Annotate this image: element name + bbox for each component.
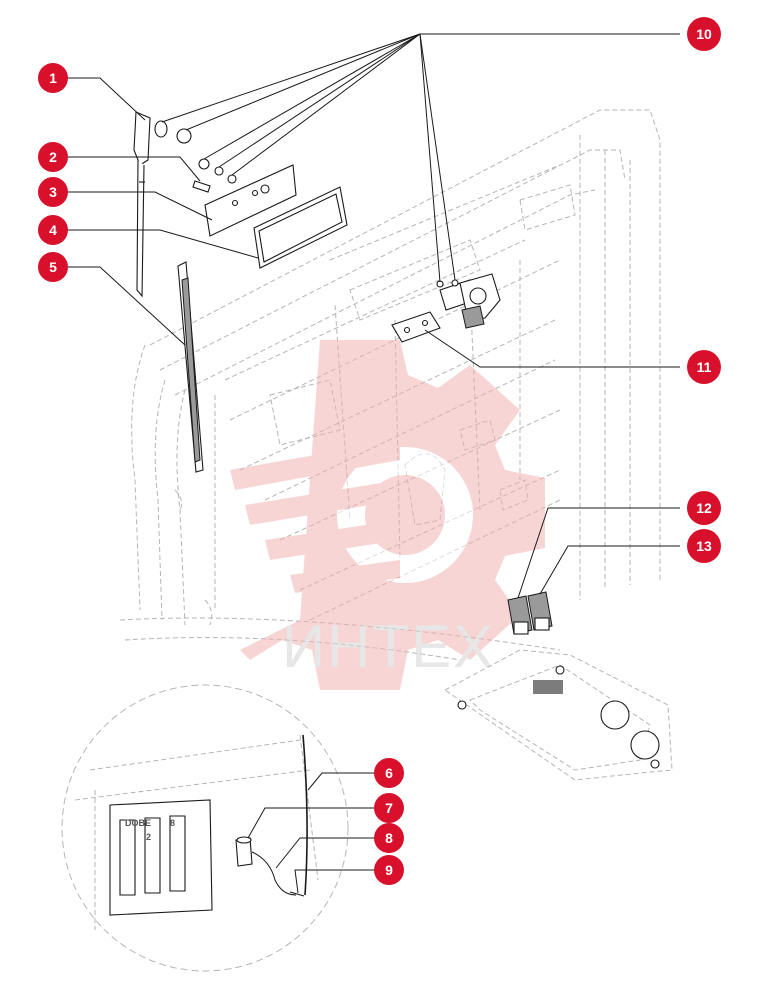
watermark: ИНТЕХ	[230, 340, 545, 690]
callout-2: 2	[38, 142, 68, 172]
callout-8: 8	[374, 823, 404, 853]
svg-text:7: 7	[385, 800, 393, 816]
watermark-text: ИНТЕХ	[282, 613, 495, 680]
callout-13: 13	[687, 529, 721, 563]
callout-4: 4	[38, 215, 68, 245]
detail-view: DOBE 8 2	[61, 684, 349, 972]
panel-number-a: 8	[170, 818, 175, 828]
svg-text:13: 13	[696, 538, 712, 554]
svg-text:2: 2	[49, 149, 57, 165]
callout-1: 1	[38, 63, 68, 93]
wiper-motor	[436, 273, 501, 329]
callout-7: 7	[374, 793, 404, 823]
svg-text:1: 1	[49, 70, 57, 86]
callout-9: 9	[374, 855, 404, 885]
mounting-plate	[204, 164, 297, 237]
callout-3: 3	[38, 177, 68, 207]
switch-pair	[507, 591, 553, 635]
callout-10: 10	[687, 17, 721, 51]
wiper-blade	[177, 261, 204, 473]
switch-panel	[444, 649, 673, 781]
svg-text:9: 9	[385, 862, 393, 878]
wiper-arm	[133, 111, 151, 298]
leader-lines	[65, 33, 680, 894]
svg-text:5: 5	[49, 259, 57, 275]
panel-code: DOBE	[125, 818, 151, 828]
svg-text:12: 12	[696, 500, 712, 516]
motor-bracket	[391, 311, 441, 343]
callout-5: 5	[38, 252, 68, 282]
svg-text:10: 10	[696, 26, 712, 42]
svg-text:4: 4	[49, 222, 57, 238]
callout-11: 11	[687, 350, 721, 384]
rubber-gasket	[253, 186, 348, 269]
callout-12: 12	[687, 491, 721, 525]
svg-text:3: 3	[49, 184, 57, 200]
spindle-hardware	[154, 120, 237, 193]
callout-6: 6	[374, 758, 404, 788]
svg-text:11: 11	[697, 359, 712, 375]
svg-text:6: 6	[385, 765, 393, 781]
svg-text:8: 8	[385, 830, 393, 846]
panel-number-b: 2	[146, 832, 151, 842]
